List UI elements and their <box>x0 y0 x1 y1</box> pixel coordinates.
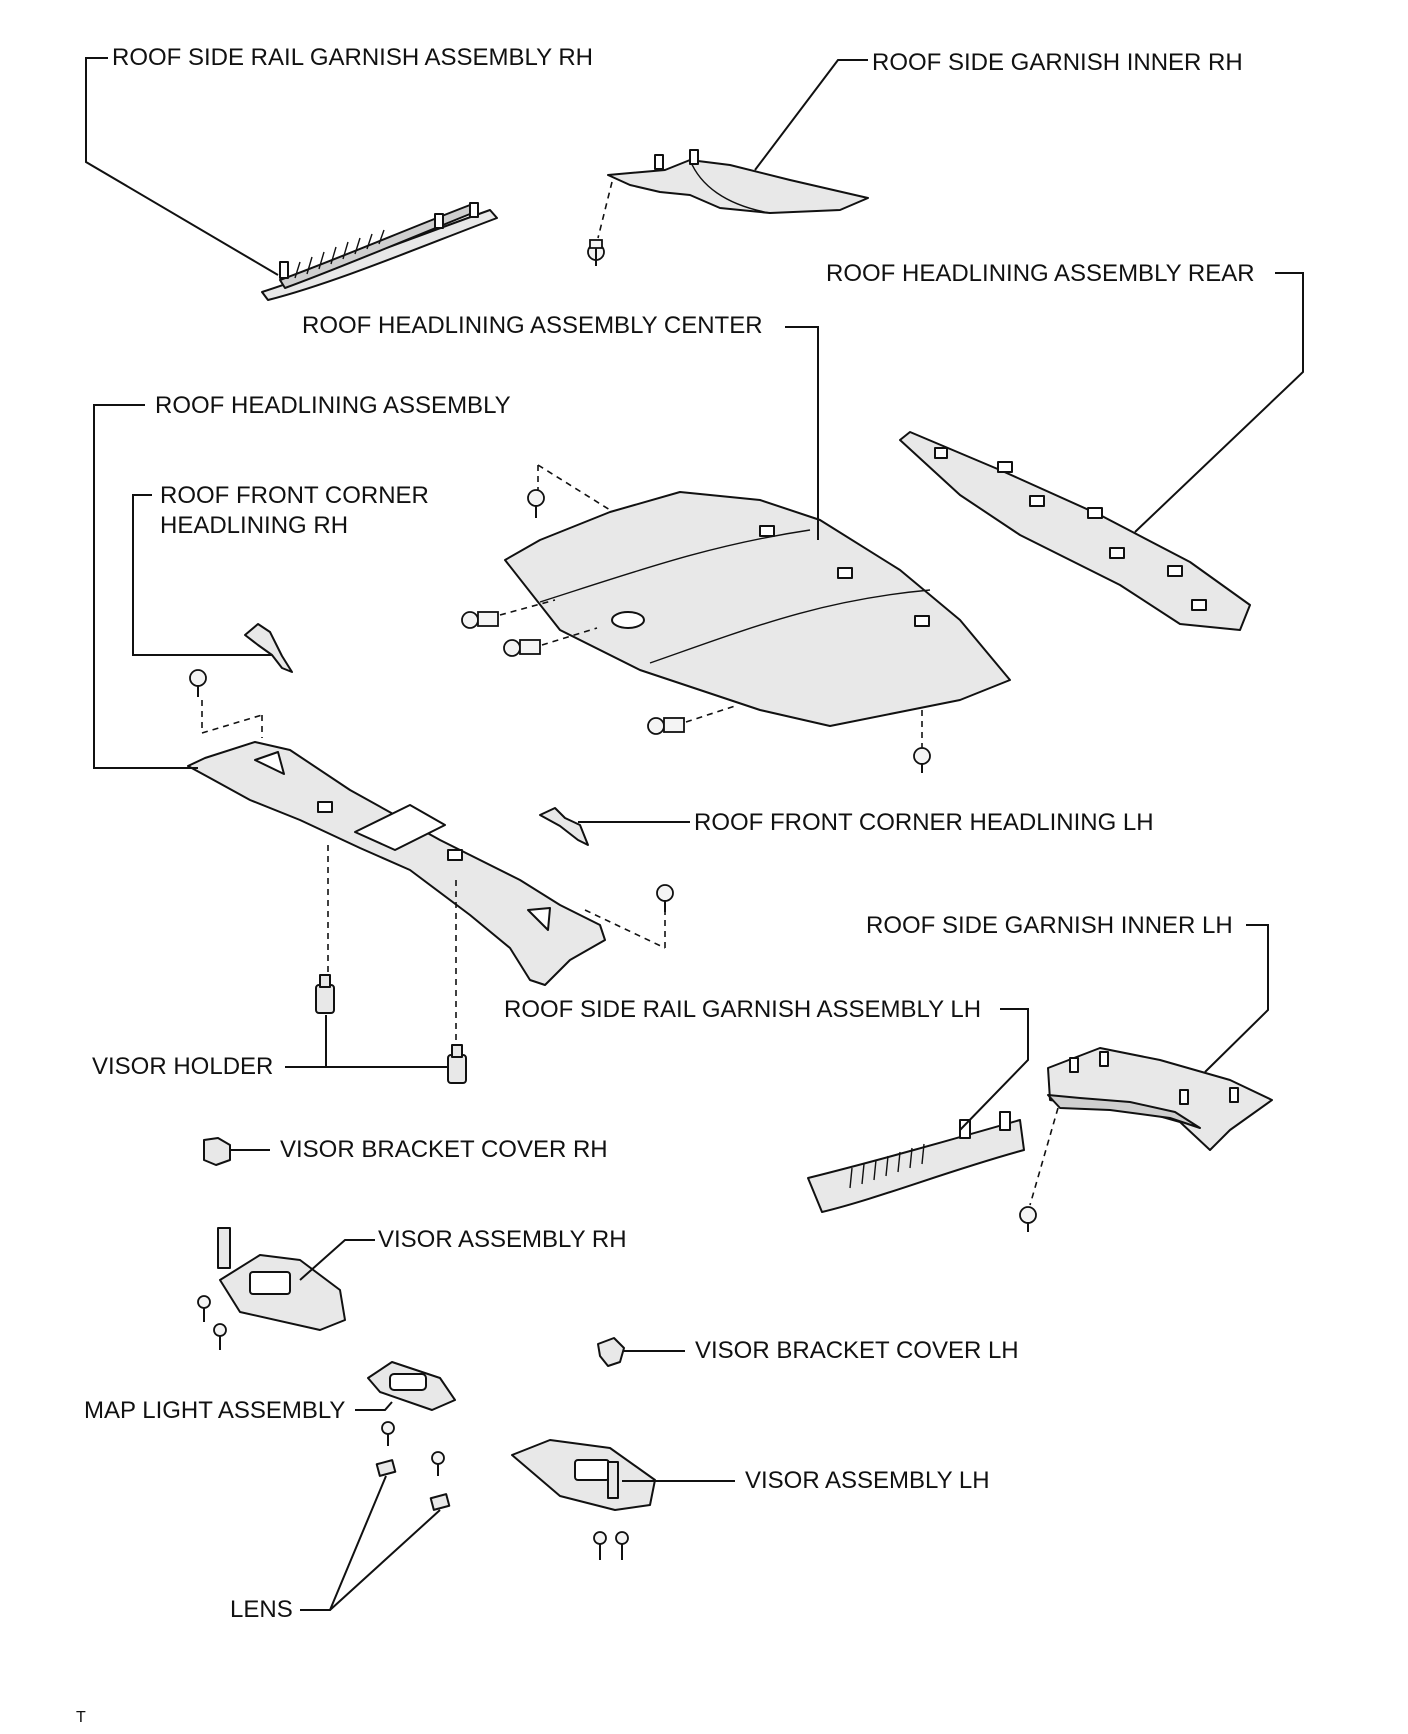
screw-visor-rh-2 <box>213 1323 227 1350</box>
leader-roof-side-garnish-inner-lh <box>1204 924 1269 1073</box>
roof-front-corner-rh-part <box>244 623 293 673</box>
label-roof-headlining-rear: ROOF HEADLINING ASSEMBLY REAR <box>826 260 1255 287</box>
visor-assembly-rh-part <box>217 1227 346 1331</box>
leader-roof-side-garnish-inner-rh <box>754 59 868 171</box>
label-roof-side-rail-garnish-lh: ROOF SIDE RAIL GARNISH ASSEMBLY LH <box>504 996 982 1023</box>
screw-map-1 <box>381 1421 395 1446</box>
clip-screw-9 <box>1019 1206 1037 1232</box>
roof-side-garnish-inner-lh-part <box>1047 1047 1273 1151</box>
leader-roof-side-rail-garnish-rh <box>85 57 279 276</box>
label-map-light-assembly: MAP LIGHT ASSEMBLY <box>84 1397 346 1424</box>
label-visor-assembly-rh: VISOR ASSEMBLY RH <box>378 1226 627 1253</box>
label-visor-holder: VISOR HOLDER <box>92 1053 274 1080</box>
screw-visor-lh-2 <box>615 1531 629 1560</box>
clip-screw-5 <box>647 717 685 735</box>
visor-holder-1 <box>315 974 335 1014</box>
corner-mark: T <box>76 1709 86 1726</box>
label-roof-front-corner-lh: ROOF FRONT CORNER HEADLINING LH <box>694 809 1154 836</box>
visor-holder-2 <box>447 1044 467 1084</box>
dash-center-2 <box>499 599 556 616</box>
leader-roof-headlining-rear <box>1134 272 1304 533</box>
lens-2 <box>429 1493 451 1511</box>
clip-screw-7 <box>189 669 207 697</box>
label-roof-side-rail-garnish-rh: ROOF SIDE RAIL GARNISH ASSEMBLY RH <box>112 44 594 71</box>
lens-1 <box>375 1459 397 1477</box>
label-roof-side-garnish-inner-rh: ROOF SIDE GARNISH INNER RH <box>872 49 1243 76</box>
roof-front-corner-lh-part <box>539 807 589 846</box>
label-roof-side-garnish-inner-lh: ROOF SIDE GARNISH INNER LH <box>866 912 1233 939</box>
dash-garnish-inner-rh <box>597 181 613 239</box>
dash-front-2 <box>584 909 666 949</box>
visor-bracket-cover-lh-part <box>597 1337 625 1367</box>
leader-roof-side-rail-garnish-lh <box>959 1008 1029 1131</box>
roof-headlining-rear-part <box>899 431 1251 631</box>
label-roof-front-corner-rh: ROOF FRONT CORNER HEADLINING RH <box>160 482 429 539</box>
roof-headlining-center-part <box>504 491 1011 727</box>
roof-side-rail-garnish-lh-part <box>807 1111 1025 1213</box>
clip-screw-2 <box>527 489 545 518</box>
leader-lens-2 <box>329 1509 441 1611</box>
clip-screw-1 <box>587 239 605 266</box>
roof-side-rail-garnish-rh-part <box>261 202 498 301</box>
leader-roof-headlining <box>93 404 198 769</box>
label-visor-assembly-lh: VISOR ASSEMBLY LH <box>745 1467 990 1494</box>
label-visor-bracket-cover-lh: VISOR BRACKET COVER LH <box>695 1337 1019 1364</box>
dash-front-1b <box>201 714 263 734</box>
visor-assembly-lh-part <box>511 1439 656 1511</box>
screw-map-2 <box>431 1451 445 1476</box>
screw-visor-rh-1 <box>197 1295 211 1322</box>
leader-roof-headlining-center <box>785 326 819 540</box>
dash-garnish-inner-lh <box>1029 1107 1059 1206</box>
label-lens: LENS <box>230 1596 293 1623</box>
roof-headlining-front-part <box>187 741 606 986</box>
dash-center-1 <box>537 464 611 511</box>
map-light-assembly-part <box>367 1361 456 1411</box>
clip-screw-8 <box>656 884 674 912</box>
leader-map-light <box>355 1401 393 1411</box>
label-roof-headlining-center: ROOF HEADLINING ASSEMBLY CENTER <box>302 312 763 339</box>
clip-screw-4 <box>503 639 541 657</box>
roof-side-garnish-inner-rh-part <box>607 149 869 214</box>
label-visor-bracket-cover-rh: VISOR BRACKET COVER RH <box>280 1136 608 1163</box>
clip-screw-6 <box>913 747 931 773</box>
label-roof-headlining: ROOF HEADLINING ASSEMBLY <box>155 392 511 419</box>
leader-visor-assembly-rh <box>299 1239 375 1281</box>
dash-center-3 <box>541 627 598 646</box>
screw-visor-lh-1 <box>593 1531 607 1560</box>
leader-visor-holder <box>285 1015 327 1068</box>
visor-bracket-cover-rh-part <box>203 1137 231 1166</box>
leader-roof-front-corner-rh <box>132 494 272 656</box>
dash-center-4 <box>685 705 736 723</box>
leader-lens <box>300 1475 387 1611</box>
clip-screw-3 <box>461 611 499 629</box>
